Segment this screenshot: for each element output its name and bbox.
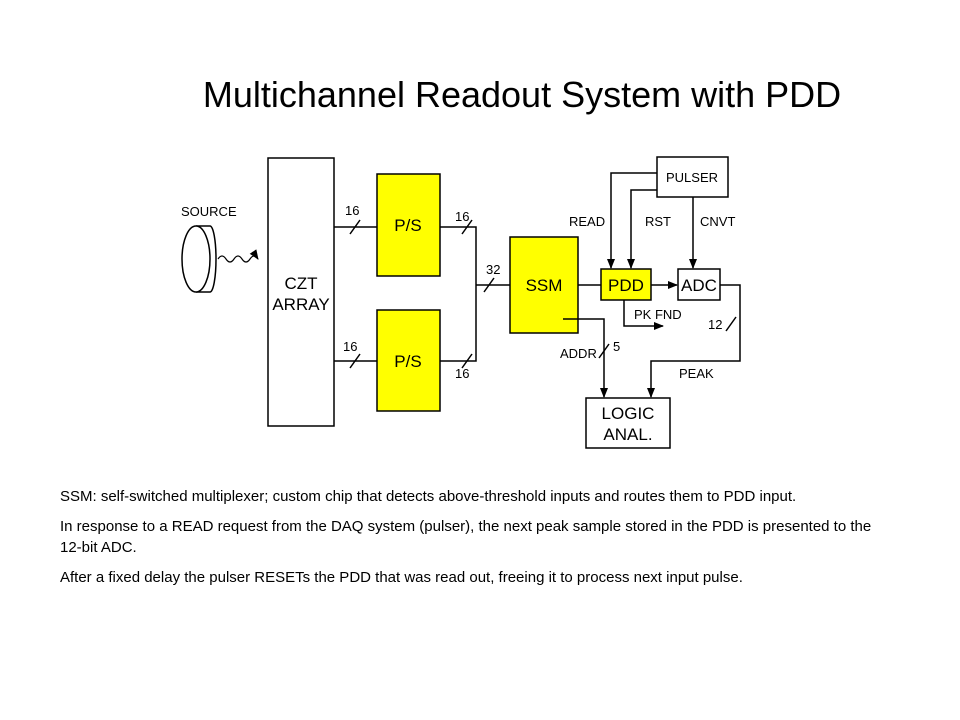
source-icon [181,225,217,293]
logic-analyzer-block [585,397,671,449]
notes: SSM: self-switched multiplexer; custom c… [60,486,880,597]
note-paragraph: After a fixed delay the pulser RESETs th… [60,569,743,586]
ps-bottom-block [376,309,441,412]
bus-width-peak: 12 [708,317,722,332]
signal-read-label: READ [569,214,605,229]
pulser-block [656,156,729,198]
bus-ps-to-ssm [440,219,510,369]
czt-array-block [267,157,335,427]
pdd-block [600,268,652,301]
czt-label-line2: ARRAY [272,295,329,314]
bus-width-in-top: 16 [345,203,359,218]
bus-width-ssm: 32 [486,262,500,277]
pulser-control-lines [607,172,697,269]
adc-label: ADC [681,276,717,295]
pulser-label: PULSER [666,170,718,185]
ssm-label: SSM [526,276,563,295]
signal-pkfnd-label: PK FND [634,307,682,322]
note-paragraph: In response to a READ request from the D… [60,518,872,556]
bus-width-out-bottom: 16 [455,366,469,381]
logic-label-line2: ANAL. [603,425,652,444]
bus-width-out-top: 16 [455,209,469,224]
ps-bottom-label: P/S [394,352,421,371]
signal-addr-label: ADDR [560,346,597,361]
bus-width-addr: 5 [613,339,620,354]
czt-label-line1: CZT [284,274,317,293]
wire-pk-fnd [623,300,664,330]
ps-top-block [376,173,441,277]
ssm-block [509,236,579,334]
signal-cnvt-label: CNVT [700,214,735,229]
bus-czt-to-ps [334,219,377,369]
wire-adc-peak [647,284,741,398]
radiation-wave [217,249,259,263]
source-label: SOURCE [181,204,237,219]
signal-peak-label: PEAK [679,366,714,381]
adc-block [677,268,721,301]
signal-rst-label: RST [645,214,671,229]
slide-title: Multichannel Readout System with PDD [202,74,842,115]
wire-ssm-addr [563,318,610,398]
ps-top-label: P/S [394,216,421,235]
logic-label-line1: LOGIC [602,404,655,423]
note-paragraph: SSM: self-switched multiplexer; custom c… [60,488,797,505]
bus-width-in-bottom: 16 [343,339,357,354]
pdd-label: PDD [608,276,644,295]
